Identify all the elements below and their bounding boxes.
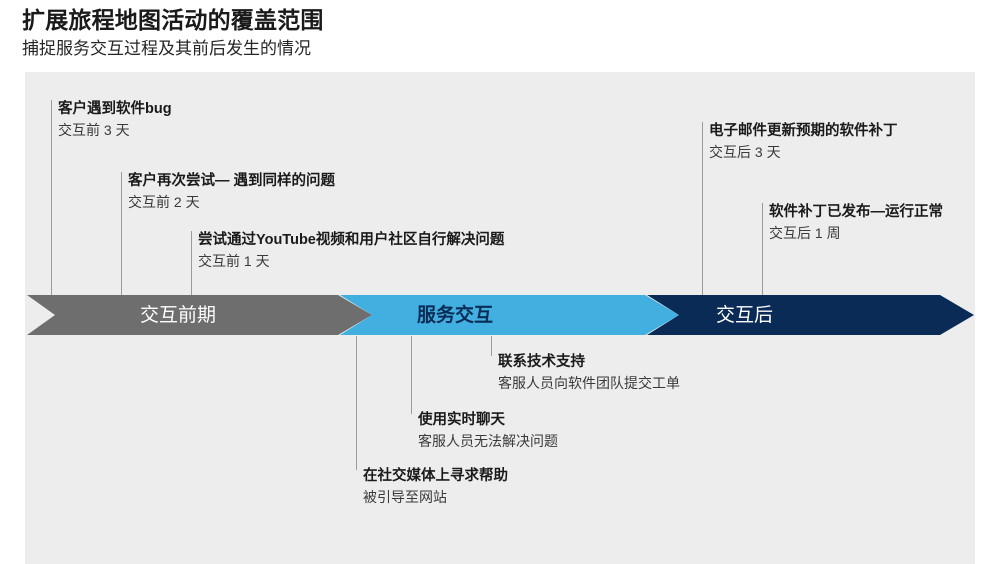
callout-subtitle: 交互后 1 周	[769, 225, 841, 242]
callout-subtitle: 客服人员无法解决问题	[418, 433, 558, 450]
page-subtitle: 捕捉服务交互过程及其前后发生的情况	[22, 38, 311, 58]
callout-subtitle: 被引导至网站	[363, 489, 447, 506]
callout-use-live-chat: 使用实时聊天 客服人员无法解决问题	[418, 410, 558, 451]
callout-title: 软件补丁已发布—运行正常	[769, 204, 943, 220]
callout-seek-help-social: 在社交媒体上寻求帮助 被引导至网站	[363, 466, 508, 507]
page-title: 扩展旅程地图活动的覆盖范围	[22, 7, 324, 33]
callout-title: 联系技术支持	[498, 354, 585, 370]
callout-customer-hits-bug: 客户遇到软件bug 交互前 3 天	[58, 99, 172, 140]
callout-subtitle: 交互后 3 天	[709, 144, 781, 161]
callout-title: 尝试通过YouTube视频和用户社区自行解决问题	[198, 232, 505, 248]
callout-title: 电子邮件更新预期的软件补丁	[709, 123, 898, 139]
leader-line-customer-retries	[121, 172, 122, 296]
callout-contact-tech-support: 联系技术支持 客服人员向软件团队提交工单	[498, 352, 680, 393]
leader-line-patch-released	[762, 203, 763, 296]
chevron-label-pre-interaction: 交互前期	[140, 305, 217, 326]
leader-line-use-live-chat	[411, 336, 412, 414]
chevron-label-post-interaction: 交互后	[716, 305, 774, 326]
callout-email-patch-eta: 电子邮件更新预期的软件补丁 交互后 3 天	[709, 121, 898, 162]
callout-title: 使用实时聊天	[418, 412, 505, 428]
header: 扩展旅程地图活动的覆盖范围 捕捉服务交互过程及其前后发生的情况	[22, 6, 962, 61]
callout-title: 客户遇到软件bug	[58, 101, 172, 117]
callout-subtitle: 交互前 2 天	[128, 194, 200, 211]
chevron-label-service-interaction: 服务交互	[417, 305, 494, 326]
leader-line-self-serve-youtube	[191, 231, 192, 296]
callout-customer-retries: 客户再次尝试— 遇到同样的问题 交互前 2 天	[128, 171, 335, 212]
callout-title: 在社交媒体上寻求帮助	[363, 468, 508, 484]
callout-self-serve-youtube: 尝试通过YouTube视频和用户社区自行解决问题 交互前 1 天	[198, 230, 504, 271]
callout-subtitle: 客服人员向软件团队提交工单	[498, 375, 680, 392]
leader-line-email-patch-eta	[702, 122, 703, 296]
callout-title: 客户再次尝试— 遇到同样的问题	[128, 173, 336, 189]
callout-patch-released: 软件补丁已发布—运行正常 交互后 1 周	[769, 202, 943, 243]
callout-subtitle: 交互前 1 天	[198, 253, 270, 270]
leader-line-customer-hits-bug	[51, 100, 52, 296]
leader-line-contact-tech-support	[491, 336, 492, 356]
callout-subtitle: 交互前 3 天	[58, 122, 130, 139]
leader-line-seek-help-social	[356, 336, 357, 470]
